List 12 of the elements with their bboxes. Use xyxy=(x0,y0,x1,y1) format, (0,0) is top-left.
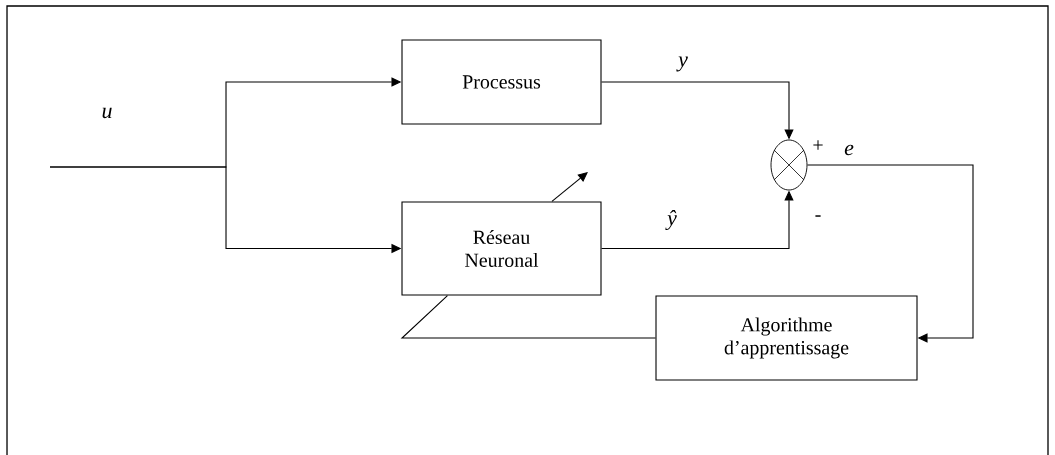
sign-label: + xyxy=(813,140,823,150)
sign-label: - xyxy=(815,215,821,217)
process-box: Algorithme d’apprentissage xyxy=(655,295,918,381)
edge-label: e xyxy=(844,144,854,156)
arrow xyxy=(806,164,974,343)
arrow xyxy=(551,172,588,202)
edge-label: ŷ xyxy=(665,210,677,230)
process-box: Réseau Neuronal xyxy=(401,201,602,296)
edge-label: u xyxy=(102,107,112,119)
edge-label: y xyxy=(676,56,688,72)
summing-junction xyxy=(770,139,808,191)
process-box: Processus xyxy=(401,39,602,125)
